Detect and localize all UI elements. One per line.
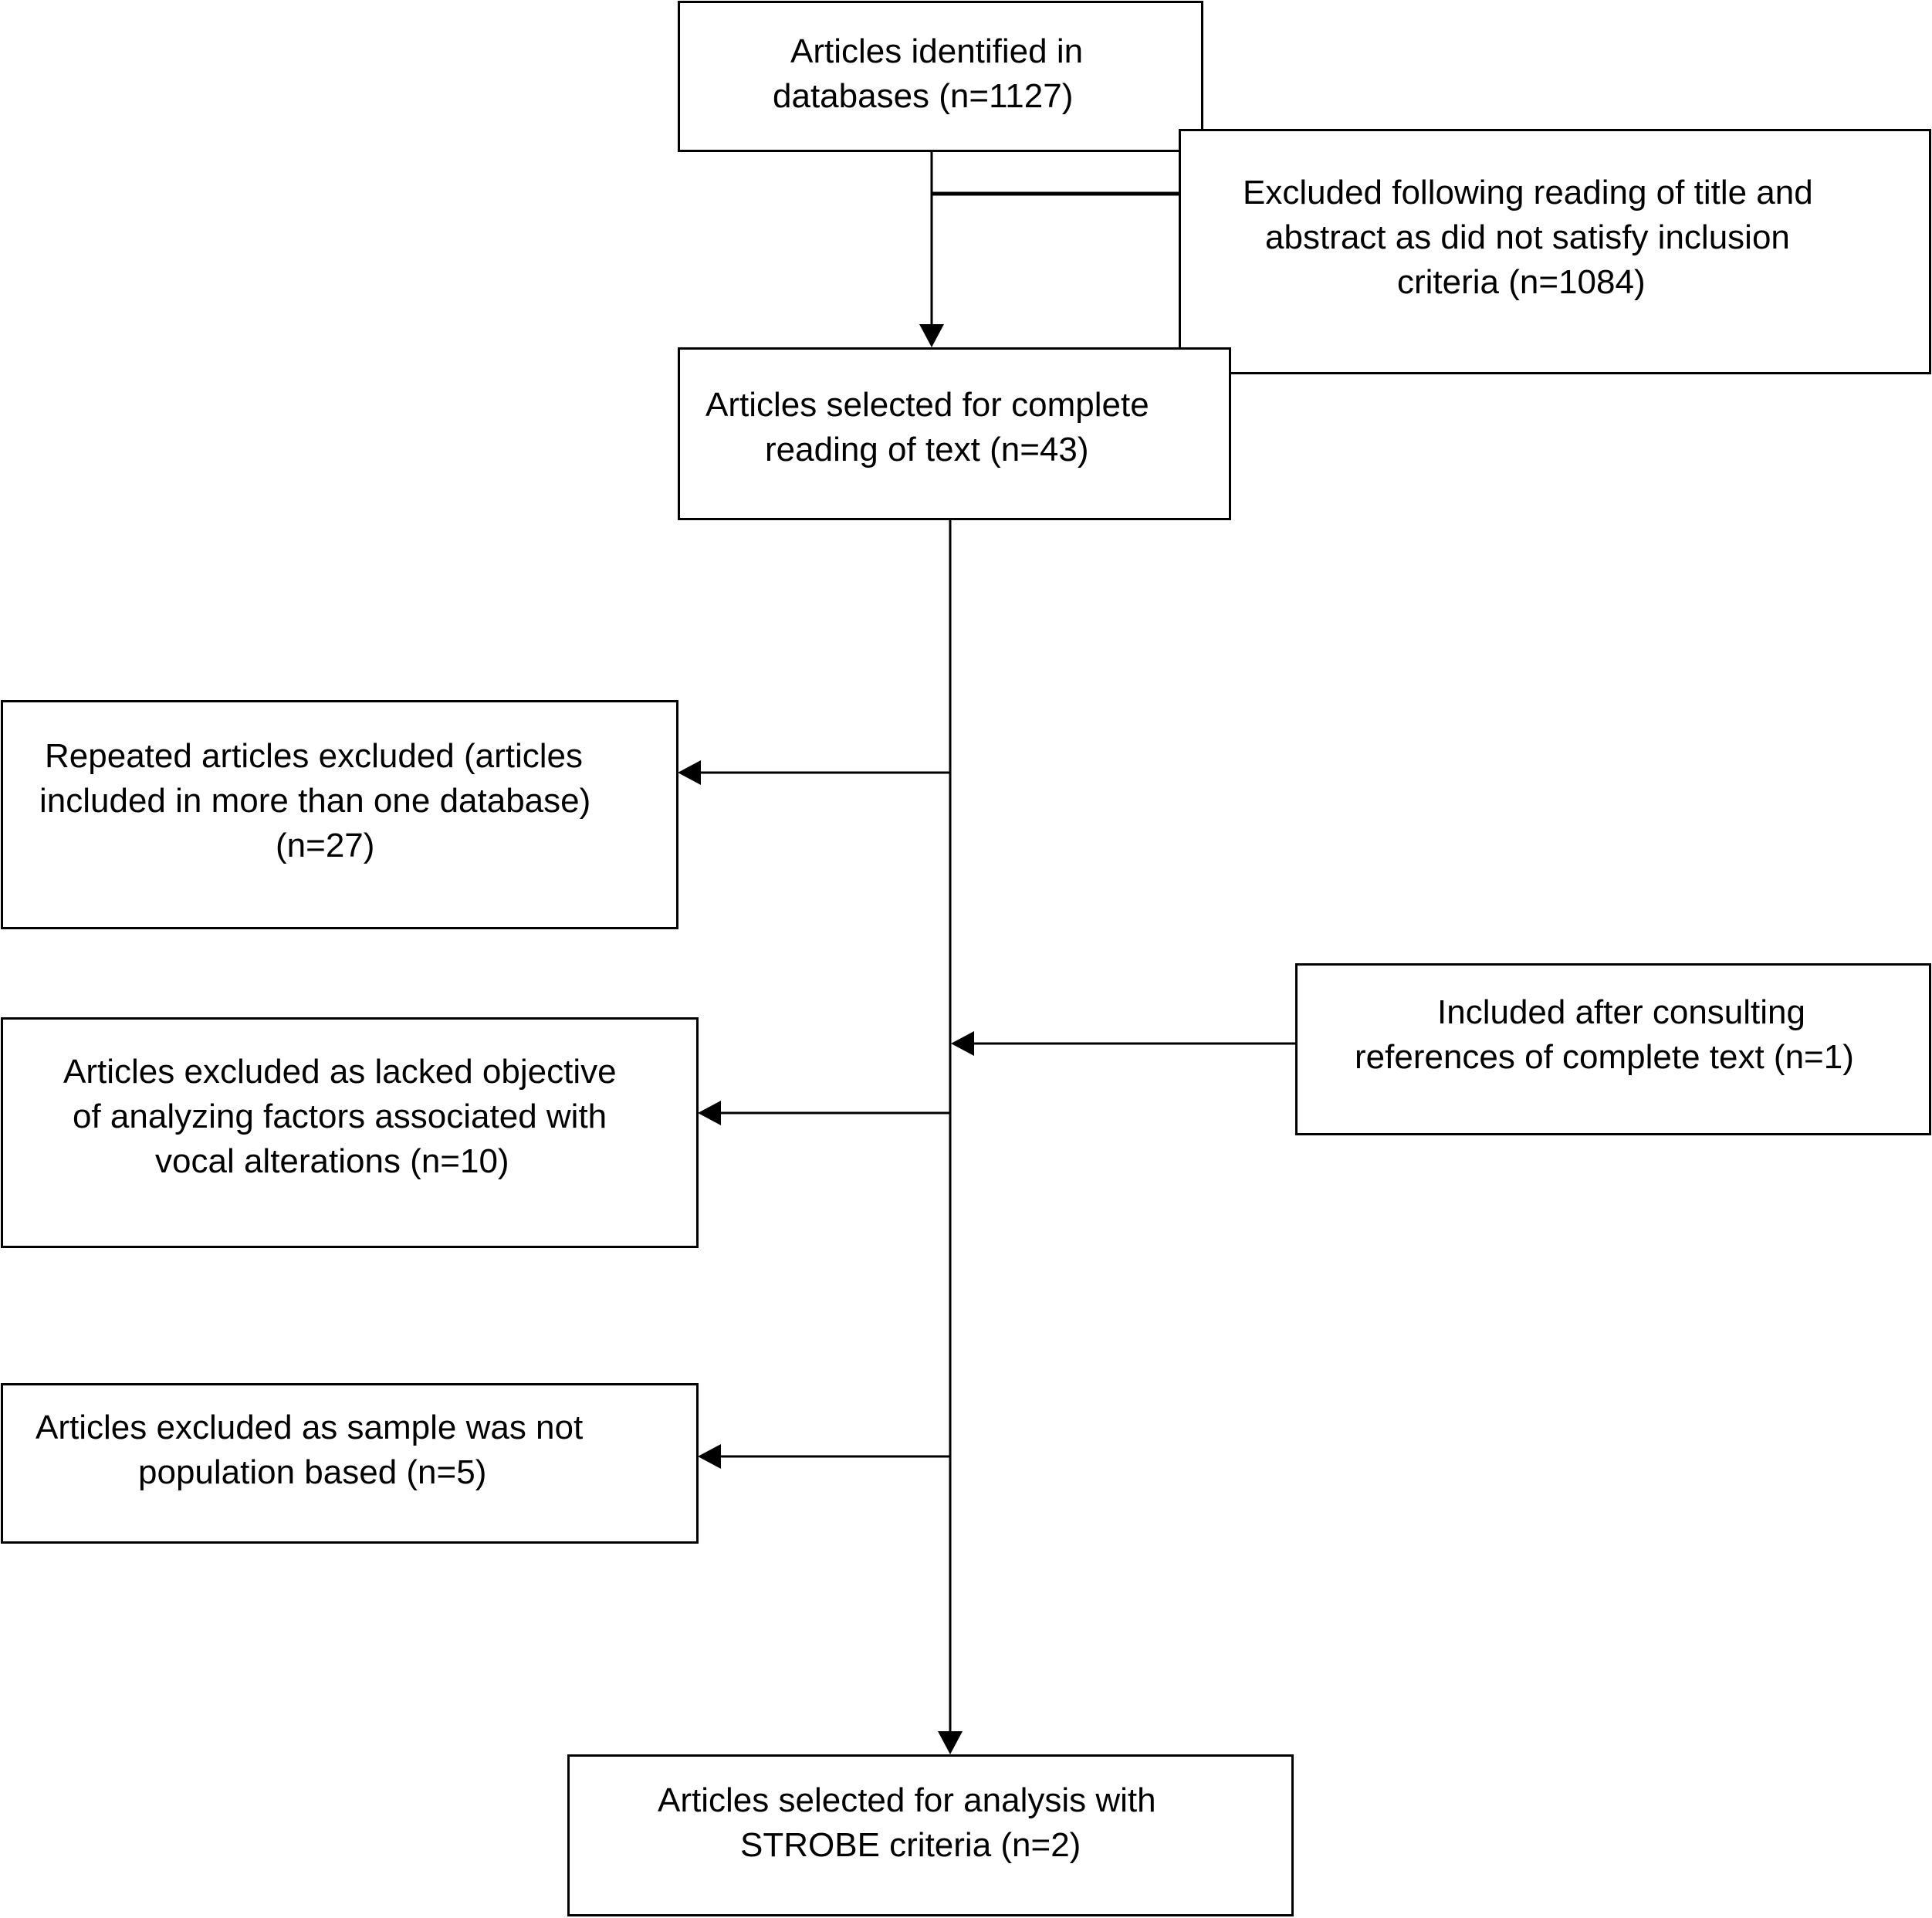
box-repeated-articles-excluded-line-2: included in more than one database) xyxy=(39,782,591,820)
box-selected-analysis: Articles selected for analysis with STRO… xyxy=(567,1754,1294,1916)
box-repeated-articles-excluded-line-1: Repeated articles excluded (articles xyxy=(45,737,584,775)
box-excluded-objective-line-1: Articles excluded as lacked objective xyxy=(63,1053,617,1091)
box-selected-complete-reading-line-2: reading of text (n=43) xyxy=(765,431,1089,469)
box-excluded-sample: Articles excluded as sample was not popu… xyxy=(1,1383,699,1544)
box-excluded-sample-line-1: Articles excluded as sample was not xyxy=(36,1409,584,1446)
box-repeated-articles-excluded-line-3: (n=27) xyxy=(276,827,375,864)
box-repeated-articles-excluded: Repeated articles excluded (articles inc… xyxy=(1,700,678,929)
box-included-references-line-1: Included after consulting xyxy=(1437,993,1805,1031)
arrowhead-left-objective xyxy=(698,1101,721,1125)
box-articles-identified-line-1: Articles identified in xyxy=(790,32,1084,70)
box-articles-identified-line-2: databases (n=1127) xyxy=(773,77,1074,115)
box-excluded-title-abstract-line-3: criteria (n=1084) xyxy=(1397,263,1646,301)
box-selected-analysis-line-1: Articles selected for analysis with xyxy=(658,1781,1156,1819)
box-excluded-title-abstract: Excluded following reading of title and … xyxy=(1179,129,1931,374)
box-selected-complete-reading: Articles selected for complete reading o… xyxy=(678,347,1231,520)
box-articles-identified: Articles identified in databases (n=1127… xyxy=(678,1,1203,152)
arrowhead-down-analysis xyxy=(938,1731,963,1754)
arrowhead-left-repeated xyxy=(678,760,701,785)
box-excluded-title-abstract-line-1: Excluded following reading of title and xyxy=(1243,174,1813,211)
arrowhead-down-selected xyxy=(919,324,944,347)
box-included-references: Included after consulting references of … xyxy=(1295,963,1931,1135)
box-included-references-line-2: references of complete text (n=1) xyxy=(1355,1038,1854,1076)
box-excluded-objective-line-2: of analyzing factors associated with xyxy=(73,1098,607,1135)
box-excluded-objective-line-3: vocal alterations (n=10) xyxy=(155,1142,509,1180)
box-selected-complete-reading-line-1: Articles selected for complete xyxy=(705,386,1149,424)
arrowhead-left-sample xyxy=(698,1444,721,1469)
box-excluded-title-abstract-line-2: abstract as did not satisfy inclusion xyxy=(1265,218,1790,256)
box-excluded-sample-line-2: population based (n=5) xyxy=(138,1453,487,1491)
box-excluded-objective: Articles excluded as lacked objective of… xyxy=(1,1017,699,1248)
arrowhead-left-into-spine xyxy=(951,1031,974,1056)
box-selected-analysis-line-2: STROBE criteria (n=2) xyxy=(740,1826,1081,1864)
